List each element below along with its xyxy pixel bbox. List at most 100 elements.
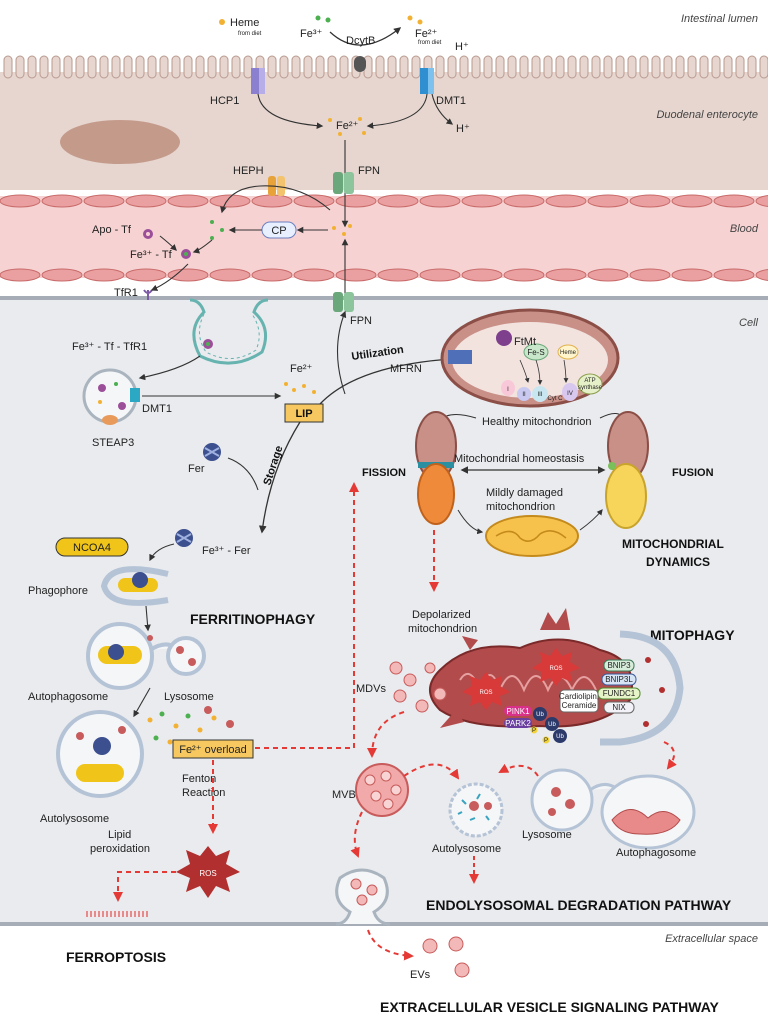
complex-1: I: [507, 387, 509, 393]
mvb: [355, 763, 409, 817]
microvillus: [291, 55, 301, 79]
microvillus: [387, 55, 397, 79]
fe2-overload-label: Fe²⁺ overload: [179, 744, 247, 756]
vessel-cell: [0, 194, 41, 208]
microvillus: [483, 55, 493, 79]
mvb-label: MVB: [332, 789, 356, 801]
microvillus: [471, 55, 481, 79]
microvillus: [675, 55, 685, 79]
fission-label: FISSION: [362, 467, 406, 479]
vessel-cell: [461, 194, 503, 208]
microvillus: [459, 55, 469, 79]
microvillus: [339, 55, 349, 79]
fe2-dots-blood: [332, 224, 352, 236]
microvillus: [315, 55, 325, 79]
depol-label-2: mitochondrion: [408, 623, 477, 635]
microvillus: [219, 55, 229, 79]
depol-label-1: Depolarized: [412, 609, 471, 621]
svg-text:Fe²⁺: Fe²⁺: [336, 120, 359, 132]
tfr1-receptor: TfR1: [114, 287, 153, 300]
dmt1-enterocyte-transporter: [420, 68, 434, 94]
mitochondrion-main: [440, 308, 620, 408]
microvillus: [231, 55, 241, 79]
microvillus: [63, 55, 73, 79]
svg-text:Fe²⁺: Fe²⁺: [415, 28, 438, 40]
svg-text:Ub: Ub: [536, 712, 544, 718]
fer-label: Fer: [188, 463, 205, 475]
microvillus: [447, 55, 457, 79]
vessel-cell: [167, 268, 209, 282]
vessel-cell: [755, 268, 768, 282]
lysosome-label: Lysosome: [164, 691, 214, 703]
mitophagy-autolysosome: [448, 782, 504, 838]
vessel-cell: [41, 194, 83, 208]
pink1-park2: PINK1 PARK2 Ub Ub Ub P P: [504, 706, 567, 744]
svg-text:Fe³⁺: Fe³⁺: [300, 28, 323, 40]
lipid-label-1: Lipid: [108, 829, 131, 841]
vessel-cell: [545, 194, 587, 208]
lumen-region: [0, 0, 768, 60]
exocytic-vesicle: [335, 868, 391, 926]
vessel-cell: [251, 194, 293, 208]
ferritin-2: [175, 529, 193, 547]
fusion-label: FUSION: [672, 467, 714, 479]
svg-text:PARK2: PARK2: [505, 719, 531, 728]
microvillus: [567, 55, 577, 79]
autolysosome-label: Autolysosome: [40, 813, 109, 825]
endosome: [82, 368, 140, 425]
microvillus: [495, 55, 505, 79]
lumen-label: Intestinal lumen: [681, 13, 758, 25]
svg-text:Ub: Ub: [556, 734, 564, 740]
vessel-cell: [503, 194, 545, 208]
mdvs-label: MDVs: [356, 683, 386, 695]
microvillus: [135, 55, 145, 79]
atp-label-1: ATP: [584, 378, 595, 384]
svg-text:Ub: Ub: [548, 722, 556, 728]
ferritin: [203, 443, 221, 461]
steap3-label: STEAP3: [92, 437, 134, 449]
svg-text:Ceramide: Ceramide: [562, 701, 597, 710]
lipid-label-2: peroxidation: [90, 843, 150, 855]
microvillus: [171, 55, 181, 79]
svg-text:from diet: from diet: [418, 40, 442, 46]
phagophore: [100, 566, 169, 606]
microvillus: [87, 55, 97, 79]
vessel-cell: [251, 268, 293, 282]
microvillus: [399, 55, 409, 79]
mfrn-transporter: [448, 350, 472, 364]
vessel-cell: [83, 194, 125, 208]
svg-text:ROS: ROS: [549, 666, 562, 672]
microvillus: [555, 55, 565, 79]
svg-text:Fe²⁺: Fe²⁺: [290, 363, 313, 375]
mitophagy-autophagosome-lysosome: [530, 768, 696, 850]
microvillus: [207, 55, 217, 79]
svg-text:Heme: Heme: [230, 17, 259, 29]
vessel-cell: [377, 194, 419, 208]
fpn-enterocyte-label: FPN: [358, 165, 380, 177]
microvillus: [579, 55, 589, 79]
microvillus: [759, 55, 768, 79]
vessel-cell: [419, 194, 461, 208]
ev-pathway-label: EXTRACELLULAR VESICLE SIGNALING PATHWAY: [380, 999, 720, 1015]
microvillus: [375, 55, 385, 79]
microvillus: [39, 55, 49, 79]
mitophagy-label: MITOPHAGY: [650, 627, 735, 643]
microvillus: [591, 55, 601, 79]
complex-3: III: [537, 392, 542, 398]
svg-text:Cardiolipin,: Cardiolipin,: [559, 692, 599, 701]
dmt1-endosome-transporter: [130, 388, 140, 402]
lip-box: [284, 403, 324, 423]
ev-vesicles: [422, 936, 470, 978]
extracellular-region: [0, 926, 768, 1029]
healthy-mito-label: Healthy mitochondrion: [482, 416, 591, 428]
microvillus: [651, 55, 661, 79]
endolysosomal-label: ENDOLYSOSOMAL DEGRADATION PATHWAY: [426, 897, 732, 913]
mild-label-2: mitochondrion: [486, 501, 555, 513]
mild-label-1: Mildly damaged: [486, 487, 563, 499]
microvillus: [519, 55, 529, 79]
microvillus: [75, 55, 85, 79]
microvillus: [699, 55, 709, 79]
blood-region: [0, 196, 768, 278]
microvillus: [687, 55, 697, 79]
vessel-cell: [755, 194, 768, 208]
